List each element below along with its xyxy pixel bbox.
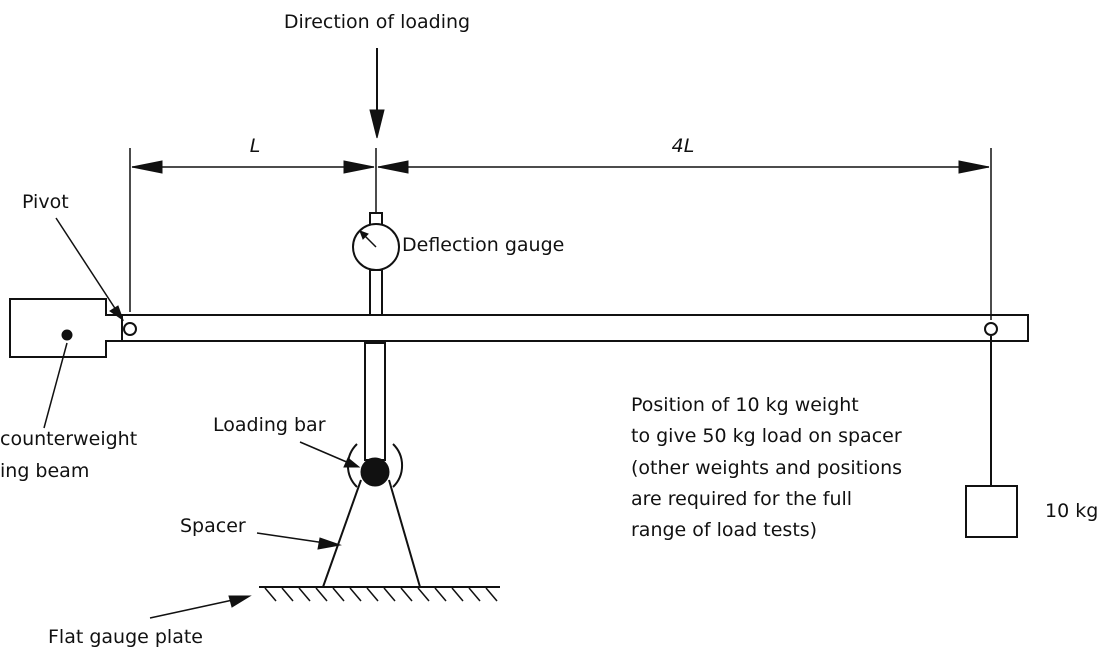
spacer-label: Spacer: [180, 515, 246, 537]
note-line-5: range of load tests): [631, 519, 817, 541]
deflection-gauge: [352, 212, 400, 316]
spacer: [322, 479, 421, 588]
pivot-leader: [55, 217, 124, 322]
deflection-gauge-label: Deflection gauge: [402, 234, 564, 256]
flat-gauge-plate: [259, 586, 500, 602]
pivot-circle: [123, 322, 137, 336]
note-line-3: (other weights and positions: [631, 457, 902, 479]
counterweight-leader: [43, 342, 68, 429]
gauge-plate-leader: [149, 595, 252, 619]
pivot-label: Pivot: [22, 191, 69, 213]
weight-hanger-pivot: [984, 322, 998, 336]
note-line-1: Position of 10 kg weight: [631, 394, 859, 416]
weight-label: 10 kg: [1045, 500, 1098, 522]
note-text: Position of 10 kg weight to give 50 kg l…: [631, 394, 902, 541]
dimension-L-label: L: [250, 135, 261, 157]
counterweight-label-line2: ing beam: [0, 460, 89, 482]
note-line-2: to give 50 kg load on spacer: [631, 425, 902, 447]
note-line-4: are required for the full: [631, 488, 852, 510]
flat-gauge-plate-label: Flat gauge plate: [48, 626, 203, 648]
extension-lines: [129, 148, 992, 320]
counterweight-center-dot: [61, 329, 73, 341]
loading-bar-leader: [299, 441, 361, 468]
loading-bar-label: Loading bar: [213, 414, 326, 436]
loading-beam: [121, 314, 1029, 342]
dimension-4L-label: 4L: [672, 135, 695, 157]
hanging-weight: [965, 485, 1018, 538]
counterweight-label-line1: counterweight: [0, 428, 137, 450]
direction-of-loading-label: Direction of loading: [284, 11, 470, 33]
spacer-leader: [256, 532, 342, 550]
loading-bar: [347, 342, 403, 488]
dimension-line-4L: [377, 160, 990, 174]
loading-direction-arrow: [369, 48, 385, 139]
dimension-line-L: [131, 160, 375, 174]
